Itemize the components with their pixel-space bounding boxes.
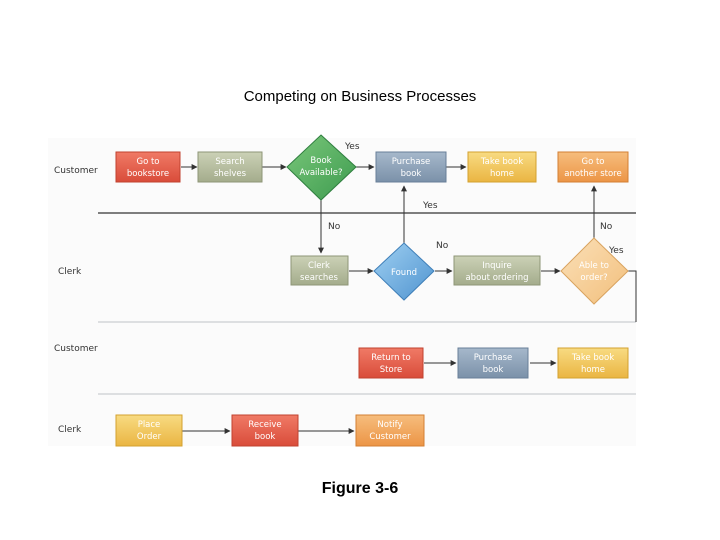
edge-able-order [628, 270, 637, 322]
lane-label-clerk-2: Clerk [58, 425, 82, 435]
lane-label-clerk-1: Clerk [58, 267, 82, 277]
node-found: Found [373, 242, 435, 301]
edge-label-no-left: No [328, 222, 341, 232]
diagram-background [48, 138, 636, 446]
lane-label-customer-2: Customer [54, 344, 98, 354]
edge-label-no-mid: No [436, 241, 449, 251]
page-title: Competing on Business Processes [243, 88, 477, 105]
figure-caption: Figure 3-6 [321, 480, 399, 497]
edge-label-no-right: No [600, 222, 613, 232]
edge-label-yes-mid: Yes [422, 201, 438, 211]
svg-text:Found: Found [391, 268, 417, 278]
edge-label-yes-top: Yes [344, 142, 360, 152]
lane-label-customer-1: Customer [54, 166, 98, 176]
edge-label-yes-right: Yes [608, 246, 624, 256]
